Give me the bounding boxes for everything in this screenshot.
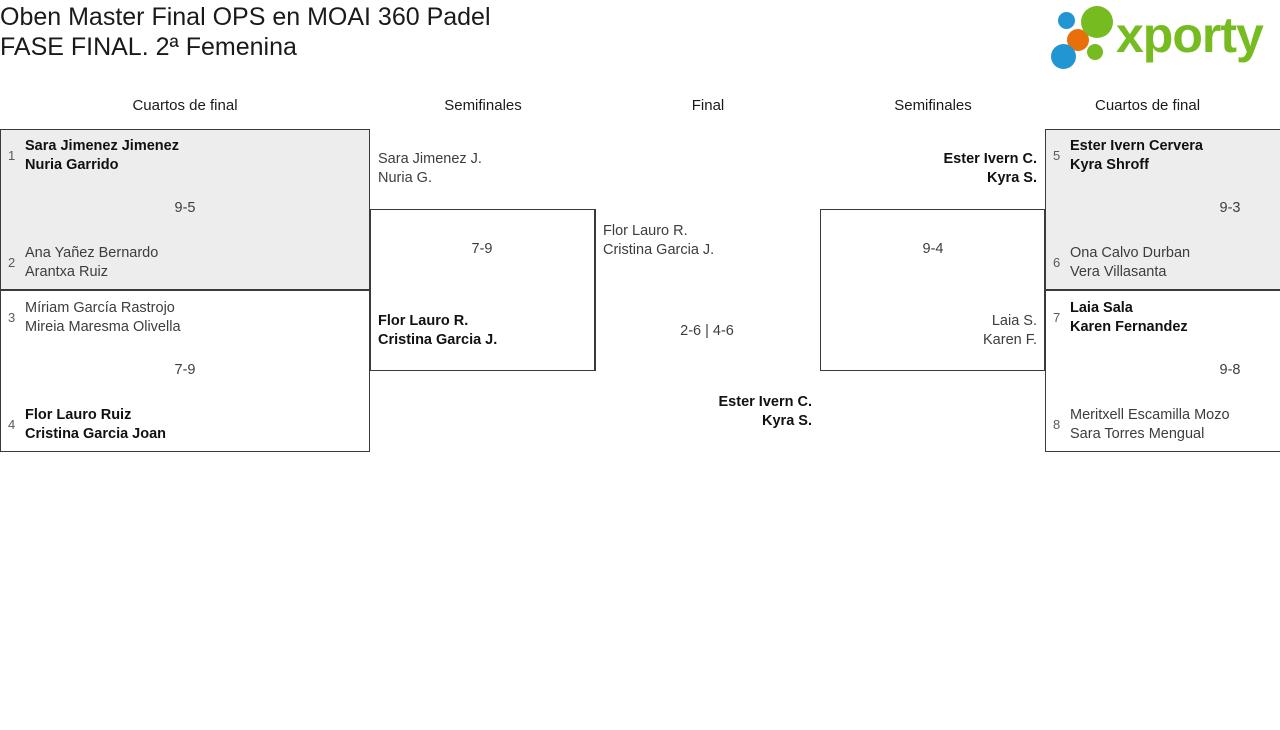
match-qf2-team-top[interactable]: Míriam García Rastrojo Mireia Maresma Ol…	[25, 299, 181, 337]
player-name: Sara Jimenez Jimenez	[25, 138, 179, 154]
player-name: Ana Yañez Bernardo	[25, 245, 159, 261]
player-name: Kyra S.	[987, 170, 1037, 186]
match-qf4-team-bottom[interactable]: Meritxell Escamilla Mozo Sara Torres Men…	[1070, 406, 1230, 444]
seed-number: 4	[8, 417, 16, 432]
player-name: Meritxell Escamilla Mozo	[1070, 407, 1230, 423]
match-qf1-score: 9-5	[174, 200, 196, 216]
player-name: Kyra Shroff	[1070, 157, 1149, 173]
match-sf-right[interactable]	[820, 209, 1045, 371]
logo-wordmark: xporty	[1116, 7, 1264, 63]
match-sf-right-team-top[interactable]: Ester Ivern C. Kyra S.	[837, 150, 1038, 188]
player-name: Flor Lauro Ruiz	[25, 407, 132, 423]
player-name: Kyra S.	[762, 413, 812, 429]
player-name: Cristina Garcia J.	[603, 242, 715, 258]
match-sf-right-score: 9-4	[922, 241, 944, 257]
player-name: Flor Lauro R.	[378, 313, 469, 329]
tournament-phase: FASE FINAL. 2ª Femenina	[0, 33, 297, 61]
player-name: Vera Villasanta	[1070, 264, 1167, 280]
player-name: Flor Lauro R.	[603, 223, 688, 239]
seed-number: 8	[1053, 417, 1061, 432]
match-sf-left[interactable]	[370, 209, 595, 371]
match-final-team-bottom[interactable]: Ester Ivern C. Kyra S.	[612, 393, 813, 431]
seed-number: 2	[8, 255, 16, 270]
player-name: Míriam García Rastrojo	[25, 300, 175, 316]
page-header: Oben Master Final OPS en MOAI 360 Padel …	[0, 0, 1280, 90]
logo-dot-blue-large-icon	[1051, 44, 1076, 69]
match-qf2-score: 7-9	[174, 362, 196, 378]
round-header-semifinales-right: Semifinales	[894, 97, 972, 114]
player-name: Karen Fernandez	[1070, 319, 1188, 335]
player-name: Ona Calvo Durban	[1070, 245, 1191, 261]
match-qf2[interactable]	[0, 290, 370, 452]
match-qf1-team-top[interactable]: Sara Jimenez Jimenez Nuria Garrido	[25, 137, 179, 175]
round-header-cuartos-left: Cuartos de final	[132, 97, 238, 114]
match-qf1-team-bottom[interactable]: Ana Yañez Bernardo Arantxa Ruiz	[25, 244, 158, 282]
player-name: Karen F.	[983, 332, 1037, 348]
final-stub-top-left	[578, 209, 596, 210]
match-qf3-score: 9-3	[1219, 200, 1241, 216]
match-qf1[interactable]	[0, 129, 370, 290]
xporty-logo[interactable]: xporty	[1048, 4, 1276, 69]
seed-number: 1	[8, 148, 16, 163]
match-qf4-score: 9-8	[1219, 362, 1241, 378]
logo-dot-orange-icon	[1067, 29, 1089, 51]
match-qf3-team-top[interactable]: Ester Ivern Cervera Kyra Shroff	[1070, 137, 1203, 175]
seed-number: 3	[8, 310, 16, 325]
final-rail-left	[595, 209, 596, 371]
player-name: Laia S.	[991, 313, 1037, 329]
match-sf-left-team-top[interactable]: Sara Jimenez J. Nuria G.	[378, 150, 482, 188]
match-qf3[interactable]	[1045, 129, 1280, 290]
match-final-team-top[interactable]: Flor Lauro R. Cristina Garcia J.	[603, 222, 714, 260]
match-sf-right-team-bottom[interactable]: Laia S. Karen F.	[837, 312, 1037, 350]
player-name: Cristina Garcia J.	[378, 332, 498, 348]
match-qf4[interactable]	[1045, 290, 1280, 452]
match-qf4-team-top[interactable]: Laia Sala Karen Fernandez	[1070, 299, 1188, 337]
logo-dots-icon	[1048, 4, 1120, 69]
match-qf3-team-bottom[interactable]: Ona Calvo Durban Vera Villasanta	[1070, 244, 1190, 282]
match-qf2-team-bottom[interactable]: Flor Lauro Ruiz Cristina Garcia Joan	[25, 406, 166, 444]
round-header-cuartos-right: Cuartos de final	[1095, 97, 1201, 114]
tournament-name: Oben Master Final OPS en MOAI 360 Padel	[0, 3, 491, 31]
player-name: Ester Ivern Cervera	[1070, 138, 1203, 154]
seed-number: 5	[1053, 148, 1061, 163]
round-header-semifinales-left: Semifinales	[444, 97, 522, 114]
player-name: Laia Sala	[1070, 300, 1133, 316]
logo-dot-green-small-icon	[1087, 44, 1103, 60]
player-name: Mireia Maresma Olivella	[25, 319, 181, 335]
player-name: Arantxa Ruiz	[25, 264, 109, 280]
match-sf-left-team-bottom[interactable]: Flor Lauro R. Cristina Garcia J.	[378, 312, 497, 350]
player-name: Cristina Garcia Joan	[25, 426, 167, 442]
seed-number: 6	[1053, 255, 1061, 270]
player-name: Nuria G.	[378, 170, 432, 186]
final-stub-bottom-left	[578, 370, 596, 371]
match-final-score: 2-6 | 4-6	[680, 323, 734, 339]
round-header-final: Final	[691, 97, 725, 114]
match-sf-left-score: 7-9	[471, 241, 493, 257]
player-name: Ester Ivern C.	[718, 394, 813, 410]
page-title: Oben Master Final OPS en MOAI 360 Padel …	[0, 2, 820, 62]
logo-dot-green-large-icon	[1081, 6, 1113, 38]
player-name: Ester Ivern C.	[943, 151, 1038, 167]
player-name: Nuria Garrido	[25, 157, 119, 173]
logo-dot-blue-small-icon	[1058, 12, 1075, 29]
player-name: Sara Torres Mengual	[1070, 426, 1205, 442]
seed-number: 7	[1053, 310, 1061, 325]
player-name: Sara Jimenez J.	[378, 151, 482, 167]
